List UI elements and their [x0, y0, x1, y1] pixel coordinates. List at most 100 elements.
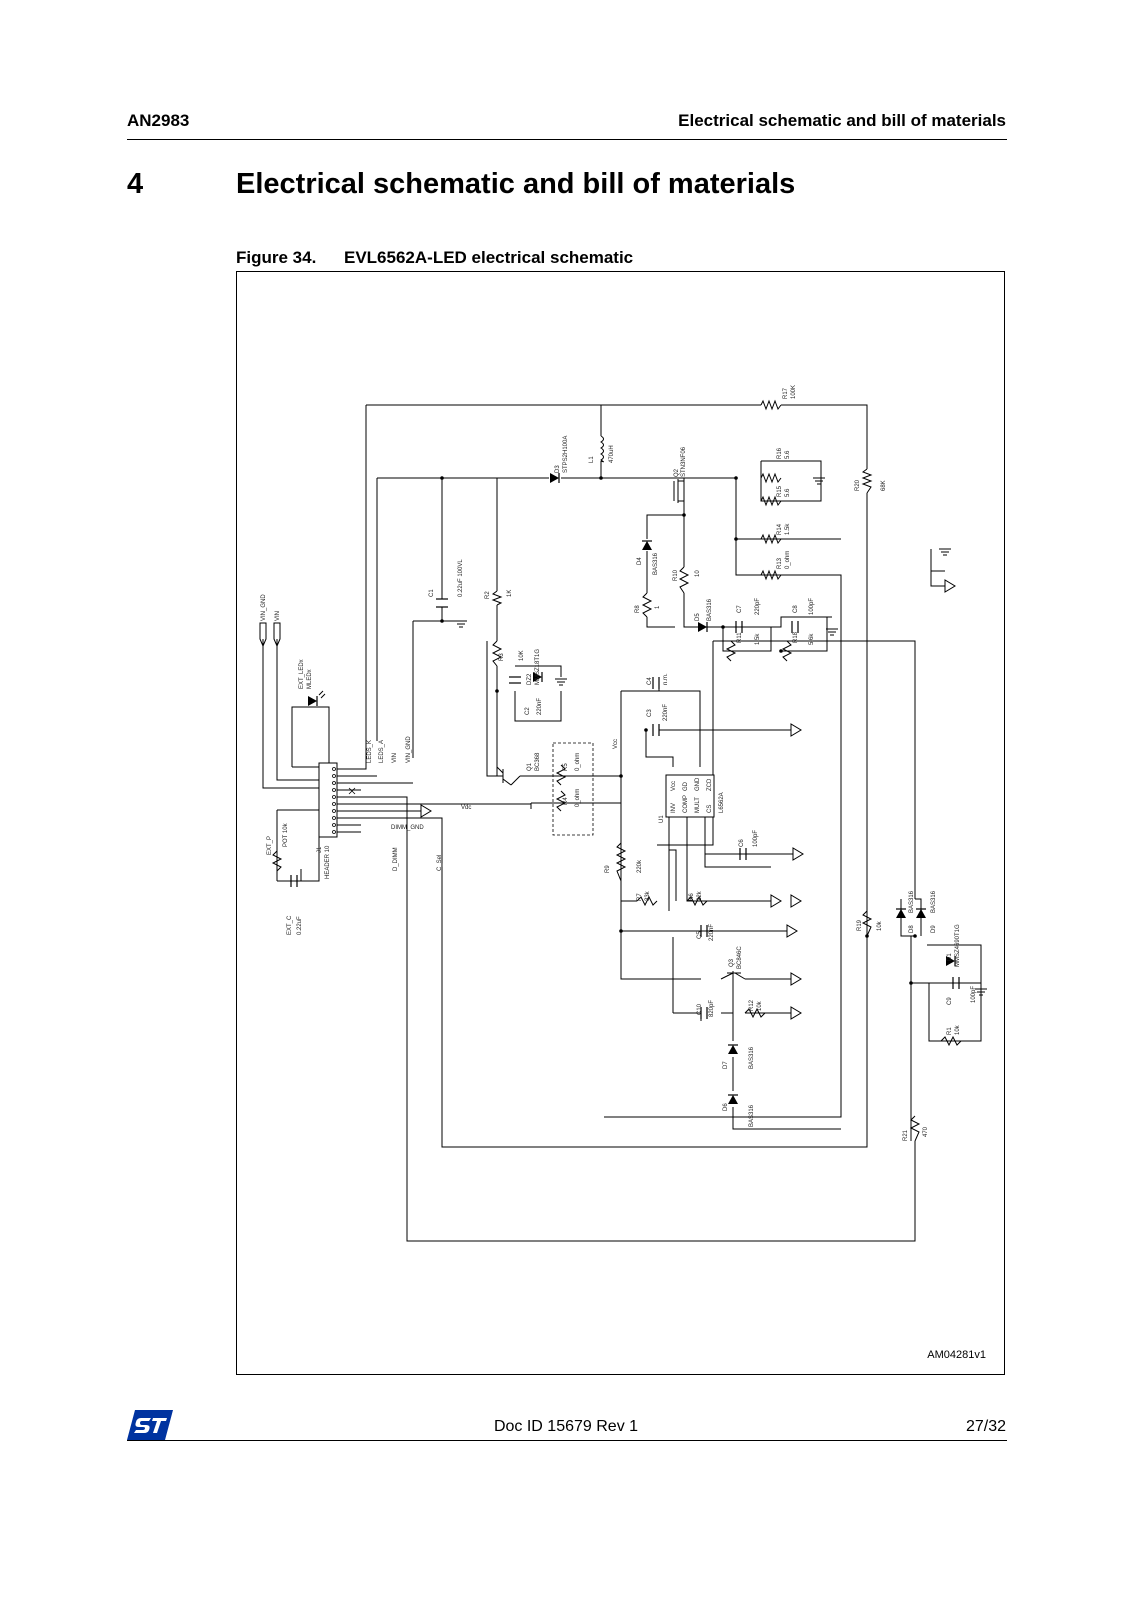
label-pin-zcd: ZCD [707, 778, 713, 791]
label-d8: D8 [909, 925, 915, 933]
label-d3: D3 [555, 465, 561, 473]
st-logo [127, 1410, 173, 1440]
label-r20-val: 68K [881, 480, 887, 491]
label-r17: R17 [783, 387, 789, 399]
header-rule [127, 139, 1007, 140]
label-c7-val: 220pF [755, 598, 761, 615]
label-pin-mult: MULT [695, 797, 701, 813]
label-d-dimm: D_DIMM [393, 847, 399, 871]
label-c9-val: 100pF [971, 986, 977, 1003]
label-mleds: MLEDx [307, 669, 313, 689]
label-c6: C6 [739, 839, 745, 847]
label-u1-val: L6562A [719, 792, 725, 813]
label-r8: R8 [635, 605, 641, 613]
label-r16-val: 5.6 [785, 450, 791, 459]
section-title: Electrical schematic and bill of materia… [236, 168, 796, 200]
label-r3: R3 [499, 653, 505, 661]
label-pot: POT 10k [283, 822, 289, 847]
label-d4-val: BAS316 [653, 552, 659, 575]
label-d5-val: BAS316 [707, 598, 713, 621]
label-leds-a: LEDS_A [379, 740, 385, 763]
label-r14: R14 [777, 523, 783, 535]
label-pin-gd: GD [683, 781, 689, 791]
label-ext-c: EXT_C [287, 915, 293, 935]
label-c-sel: C_Sel [437, 855, 443, 871]
label-r13: R13 [777, 557, 783, 569]
label-pin-gnd: GND [695, 777, 701, 791]
label-d7: D7 [723, 1061, 729, 1069]
label-r18: R18 [793, 631, 799, 643]
section-number: 4 [127, 168, 144, 200]
figure-id: AM04281v1 [927, 1349, 986, 1361]
footer-rule [127, 1440, 1007, 1441]
label-c10-val: 820pF [709, 1000, 715, 1017]
label-c3-val: 220nF [663, 704, 669, 721]
label-r6: R6 [689, 893, 695, 901]
label-c2-val: 220nF [537, 698, 543, 715]
figure-title: EVL6562A-LED electrical schematic [344, 248, 634, 267]
label-q3: Q3 [729, 958, 735, 967]
label-c6-val: 100pF [753, 830, 759, 847]
label-vin-gnd: VIN_GND [261, 594, 267, 621]
label-d6: D6 [723, 1103, 729, 1111]
label-q2: Q2 [674, 468, 680, 477]
label-d9-val: BAS316 [931, 890, 937, 913]
label-r10-val: 10 [695, 570, 701, 577]
label-r19: R19 [857, 919, 863, 931]
label-r10: R10 [673, 569, 679, 581]
label-r5: R5 [563, 763, 569, 771]
label-d9: D9 [931, 925, 937, 933]
label-c3: C3 [647, 709, 653, 717]
label-c5: C5 [697, 931, 703, 939]
label-c5-val: 220nF [709, 924, 715, 941]
label-r11: R11 [737, 632, 743, 643]
label-c1-val: 0.22uF 100VL [458, 559, 464, 597]
label-vin: VIN [275, 611, 281, 621]
label-d6-val: BAS316 [749, 1104, 755, 1127]
label-leds-k: LEDS_K [367, 740, 373, 763]
label-vdc: Vdc [461, 805, 471, 811]
header-section-title: Electrical schematic and bill of materia… [678, 111, 1006, 130]
label-d4: D4 [637, 557, 643, 565]
label-j1: J1 [317, 846, 323, 853]
label-r2-val: 1K [507, 590, 513, 597]
label-d1-val: MMSZ4690T1G [955, 924, 961, 967]
label-c8-val: 100pF [809, 598, 815, 615]
label-r4-val: 0_ohm [575, 789, 581, 807]
label-ext-c-val: 0.22uF [297, 916, 303, 935]
schematic-diagram: R17 100K L1 470uH D3 STPS2H100A Q2 STN3N… [259, 385, 988, 1242]
label-r15-val: 5.6 [785, 488, 791, 497]
label-r16: R16 [777, 447, 783, 459]
label-d1: D1 [947, 953, 953, 961]
label-r12-val: 10k [757, 1000, 763, 1011]
header-doc-code: AN2983 [127, 111, 190, 130]
label-dz2: DZ2 [527, 673, 533, 685]
label-pin-comp: COMP [683, 795, 689, 813]
label-r5-val: 0_ohm [575, 753, 581, 771]
figure-label: Figure 34. [236, 248, 317, 267]
label-d8-val: BAS316 [909, 890, 915, 913]
label-pin-cs: CS [707, 805, 713, 813]
label-r6-val: 22k [697, 890, 703, 901]
label-c1: C1 [429, 589, 435, 597]
label-j1-val: HEADER 10 [325, 845, 331, 879]
label-c8: C8 [793, 605, 799, 613]
label-vcc-net: Vcc [613, 739, 619, 749]
label-u1: U1 [659, 815, 665, 823]
label-c9: C9 [947, 997, 953, 1005]
label-l1-val: 470uH [609, 445, 615, 463]
label-r21: R21 [903, 1129, 909, 1141]
label-net-vin-gnd: VIN_GND [406, 736, 412, 763]
label-d5: D5 [695, 613, 701, 621]
label-r4: R4 [563, 797, 569, 805]
label-q1: Q1 [527, 762, 533, 771]
label-c7: C7 [737, 605, 743, 613]
label-d7-val: BAS316 [749, 1046, 755, 1069]
label-r17-val: 100K [791, 385, 797, 399]
label-net-vin: VIN [392, 753, 398, 763]
label-r2: R2 [485, 591, 491, 599]
label-r15: R15 [777, 485, 783, 497]
label-dz2-val: MMSZ18T1G [535, 649, 541, 685]
label-pin-vcc: Vcc [671, 781, 677, 791]
label-r1-val: 10k [955, 1024, 961, 1035]
